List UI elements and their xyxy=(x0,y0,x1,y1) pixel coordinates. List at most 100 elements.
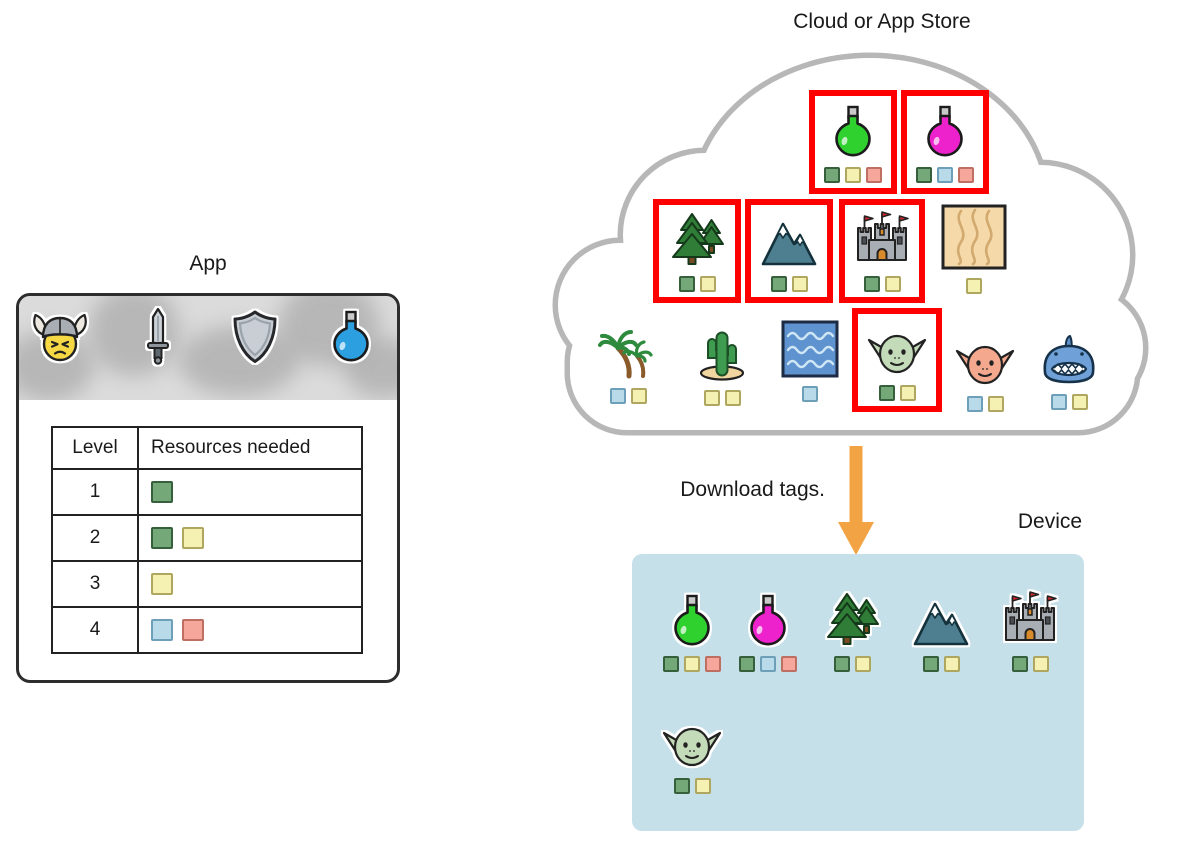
tag-yellow xyxy=(703,390,720,406)
tag-red xyxy=(705,656,721,672)
table-header-row: Level Resources needed xyxy=(51,426,363,470)
device-item-castle xyxy=(1002,590,1058,672)
level-column-header: Level xyxy=(51,426,139,470)
tag-red xyxy=(781,656,797,672)
pine-trees-icon xyxy=(823,590,881,648)
pine-trees-icon xyxy=(668,210,726,268)
tag-green xyxy=(833,656,850,672)
resources-column-header: Resources needed xyxy=(137,426,363,470)
app-icon-shield xyxy=(231,309,279,365)
cloud-item-potion-green xyxy=(809,90,897,194)
tag-row xyxy=(916,167,974,183)
shield-icon xyxy=(231,309,279,365)
level-row: 3 xyxy=(51,560,363,608)
tag-blue xyxy=(966,396,983,412)
tag-green xyxy=(824,167,840,183)
cloud-item-shark xyxy=(1039,328,1099,410)
tag-green xyxy=(916,167,932,183)
cloud-title: Cloud or App Store xyxy=(793,10,971,33)
cloud-item-forest xyxy=(653,199,741,303)
device-item-potion-green xyxy=(663,590,721,672)
tag-red xyxy=(866,167,882,183)
tag-yellow xyxy=(884,276,901,292)
cloud-item-castle xyxy=(839,199,925,303)
mountain-icon xyxy=(760,210,818,268)
cloud-item-mountain xyxy=(745,199,833,303)
tag-yellow xyxy=(943,656,960,672)
tag-blue xyxy=(151,618,173,641)
tag-row xyxy=(739,656,797,672)
tag-row xyxy=(770,276,808,292)
sword-icon xyxy=(141,307,175,365)
tag-blue xyxy=(937,167,953,183)
app-artwork xyxy=(19,296,397,400)
tag-row xyxy=(703,390,741,406)
water-icon xyxy=(781,320,839,378)
castle-icon xyxy=(1002,590,1058,648)
tag-row xyxy=(833,656,871,672)
tag-green xyxy=(151,480,173,503)
app-header-icons xyxy=(19,296,397,400)
castle-icon xyxy=(854,210,910,268)
level-row: 1 xyxy=(51,468,363,516)
tag-row xyxy=(878,385,916,401)
tag-yellow xyxy=(630,388,647,404)
tag-yellow xyxy=(899,385,916,401)
tag-yellow xyxy=(699,276,716,292)
level-row: 2 xyxy=(51,514,363,562)
cloud-item-sand xyxy=(941,204,1007,294)
tag-green xyxy=(663,656,679,672)
tag-row xyxy=(1050,394,1088,410)
shark-icon xyxy=(1039,328,1099,386)
tag-yellow xyxy=(845,167,861,183)
potion-green-icon xyxy=(831,101,875,159)
cloud-item-goblin-pink xyxy=(955,330,1015,412)
tag-yellow xyxy=(966,278,982,294)
tag-green xyxy=(878,385,895,401)
tag-yellow xyxy=(724,390,741,406)
cloud-item-potion-magenta xyxy=(901,90,989,194)
cactus-icon xyxy=(694,324,750,382)
tag-row xyxy=(663,656,721,672)
palm-trees-icon xyxy=(598,322,658,380)
tag-blue xyxy=(760,656,776,672)
device-item-goblin-green xyxy=(662,712,722,794)
tag-row xyxy=(802,386,818,402)
app-icon-sword xyxy=(141,307,175,365)
potion-blue-icon xyxy=(329,310,373,364)
cloud-item-goblin-green xyxy=(852,308,942,412)
tag-yellow xyxy=(694,778,711,794)
level-cell: 2 xyxy=(51,514,139,562)
tag-green xyxy=(739,656,755,672)
tag-green xyxy=(673,778,690,794)
download-arrow-icon xyxy=(838,446,874,555)
tag-yellow xyxy=(684,656,700,672)
level-cell: 3 xyxy=(51,560,139,608)
tag-yellow xyxy=(1071,394,1088,410)
app-icon-viking-helmet xyxy=(32,310,88,364)
cloud-item-palm-trees xyxy=(598,322,658,404)
tag-row xyxy=(1011,656,1049,672)
tag-row xyxy=(678,276,716,292)
device-title: Device xyxy=(1017,510,1083,533)
tag-yellow xyxy=(987,396,1004,412)
device-item-potion-magenta xyxy=(739,590,797,672)
tag-yellow xyxy=(791,276,808,292)
resources-cell xyxy=(137,606,363,654)
tag-green xyxy=(151,526,173,549)
device-item-mountain xyxy=(912,590,970,672)
level-row: 4 xyxy=(51,606,363,654)
tag-row xyxy=(966,278,982,294)
level-cell: 4 xyxy=(51,606,139,654)
device-item-forest xyxy=(823,590,881,672)
tag-row xyxy=(673,778,711,794)
tag-red xyxy=(958,167,974,183)
potion-magenta-icon xyxy=(746,590,790,648)
potion-magenta-icon xyxy=(923,101,967,159)
tag-blue xyxy=(609,388,626,404)
tag-yellow xyxy=(1032,656,1049,672)
